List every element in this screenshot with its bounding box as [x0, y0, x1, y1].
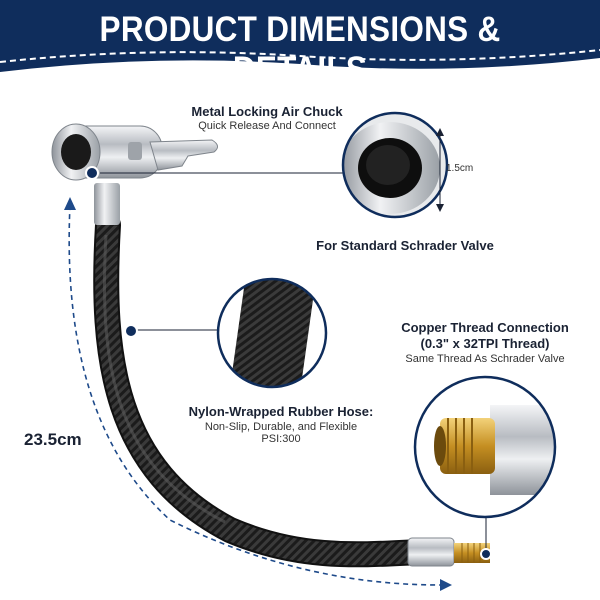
length-label: 23.5cm: [24, 430, 82, 449]
zoom-chuck-opening: [341, 111, 449, 219]
upper-ferrule: [94, 183, 120, 225]
banner-shape: [0, 0, 600, 72]
zoom-brass-thread: [413, 375, 557, 519]
thread-subtitle: Same Thread As Schrader Valve: [405, 353, 565, 365]
rubber-hose: [93, 212, 433, 568]
air-chuck: [51, 123, 218, 181]
zoom-hose-braid: [216, 277, 328, 389]
chuck-subtitle: Quick Release And Connect: [198, 120, 336, 132]
valve-measure: 1.5cm: [446, 163, 474, 174]
length-indicator: [64, 197, 452, 591]
hose-line2: PSI:300: [261, 433, 301, 445]
thread-title-line1: Copper Thread Connection: [401, 320, 569, 335]
hose-title: Nylon-Wrapped Rubber Hose:: [188, 404, 374, 419]
hose-line1: Non-Slip, Durable, and Flexible: [204, 421, 358, 433]
valve-caption: For Standard Schrader Valve: [316, 238, 494, 253]
brass-fitting: [407, 537, 492, 567]
thread-title-line2: (0.3" x 32TPI Thread): [420, 336, 550, 351]
page-title: PRODUCT DIMENSIONS & DETAILS: [99, 10, 501, 89]
callout-lines: [100, 172, 487, 548]
header-banner: PRODUCT DIMENSIONS & DETAILS: [0, 0, 600, 89]
chuck-title: Metal Locking Air Chuck: [191, 104, 343, 119]
